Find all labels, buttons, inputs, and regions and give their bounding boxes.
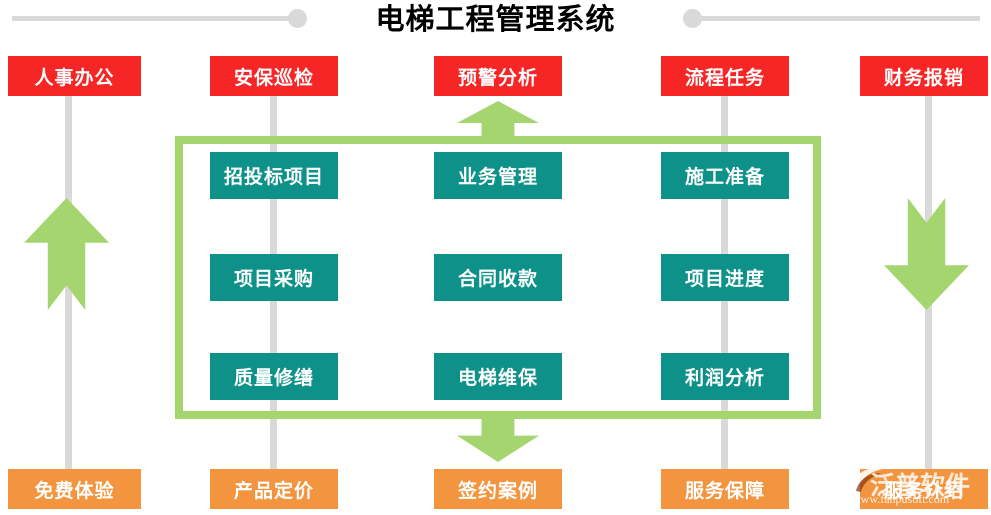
rail-left xyxy=(65,96,72,480)
top-item-1[interactable]: 安保巡检 xyxy=(210,56,338,96)
top-item-label: 预警分析 xyxy=(457,66,538,89)
bottom-item-label: 签约案例 xyxy=(457,479,538,502)
bottom-item-label: 服务保障 xyxy=(684,479,765,502)
arrow-up-icon-center xyxy=(457,101,539,141)
arrow-down-icon-center xyxy=(457,414,539,462)
bottom-item-2[interactable]: 签约案例 xyxy=(434,469,562,509)
module-cell-label: 业务管理 xyxy=(457,166,538,188)
module-cell-1-0[interactable]: 项目采购 xyxy=(210,254,338,301)
top-item-3[interactable]: 流程任务 xyxy=(661,56,789,96)
bottom-item-label: 产品定价 xyxy=(233,479,314,502)
header-line-left xyxy=(12,16,298,21)
bottom-item-1[interactable]: 产品定价 xyxy=(210,469,338,509)
module-cell-label: 质量修缮 xyxy=(233,367,314,389)
module-cell-0-1[interactable]: 业务管理 xyxy=(434,152,562,199)
top-item-label: 财务报销 xyxy=(883,66,964,89)
module-cell-label: 施工准备 xyxy=(684,166,765,188)
module-cell-label: 利润分析 xyxy=(684,367,765,389)
module-cell-2-1[interactable]: 电梯维保 xyxy=(434,353,562,400)
module-cell-label: 招投标项目 xyxy=(223,166,324,188)
module-cell-label: 电梯维保 xyxy=(457,367,538,389)
top-item-4[interactable]: 财务报销 xyxy=(860,56,988,96)
page-title: 电梯工程管理系统 xyxy=(375,2,616,36)
module-cell-2-0[interactable]: 质量修缮 xyxy=(210,353,338,400)
module-cell-label: 项目采购 xyxy=(233,268,314,290)
bottom-item-3[interactable]: 服务保障 xyxy=(661,469,789,509)
module-cell-1-1[interactable]: 合同收款 xyxy=(434,254,562,301)
bottom-item-label: 服务介绍 xyxy=(883,479,964,502)
top-item-0[interactable]: 人事办公 xyxy=(8,56,141,96)
module-cell-0-0[interactable]: 招投标项目 xyxy=(210,152,338,199)
module-cell-2-2[interactable]: 利润分析 xyxy=(661,353,789,400)
module-cell-0-2[interactable]: 施工准备 xyxy=(661,152,789,199)
top-item-label: 流程任务 xyxy=(684,66,765,89)
top-item-label: 人事办公 xyxy=(34,66,115,89)
module-cell-label: 合同收款 xyxy=(457,268,538,290)
bottom-item-0[interactable]: 免费体验 xyxy=(8,469,141,509)
module-cell-label: 项目进度 xyxy=(684,268,765,290)
header-line-right xyxy=(692,16,980,21)
bottom-item-label: 免费体验 xyxy=(34,479,115,502)
bottom-item-4[interactable]: 服务介绍 xyxy=(860,469,988,509)
top-item-label: 安保巡检 xyxy=(233,66,314,89)
header-dot-left xyxy=(288,9,307,28)
top-item-2[interactable]: 预警分析 xyxy=(434,56,562,96)
module-cell-1-2[interactable]: 项目进度 xyxy=(661,254,789,301)
